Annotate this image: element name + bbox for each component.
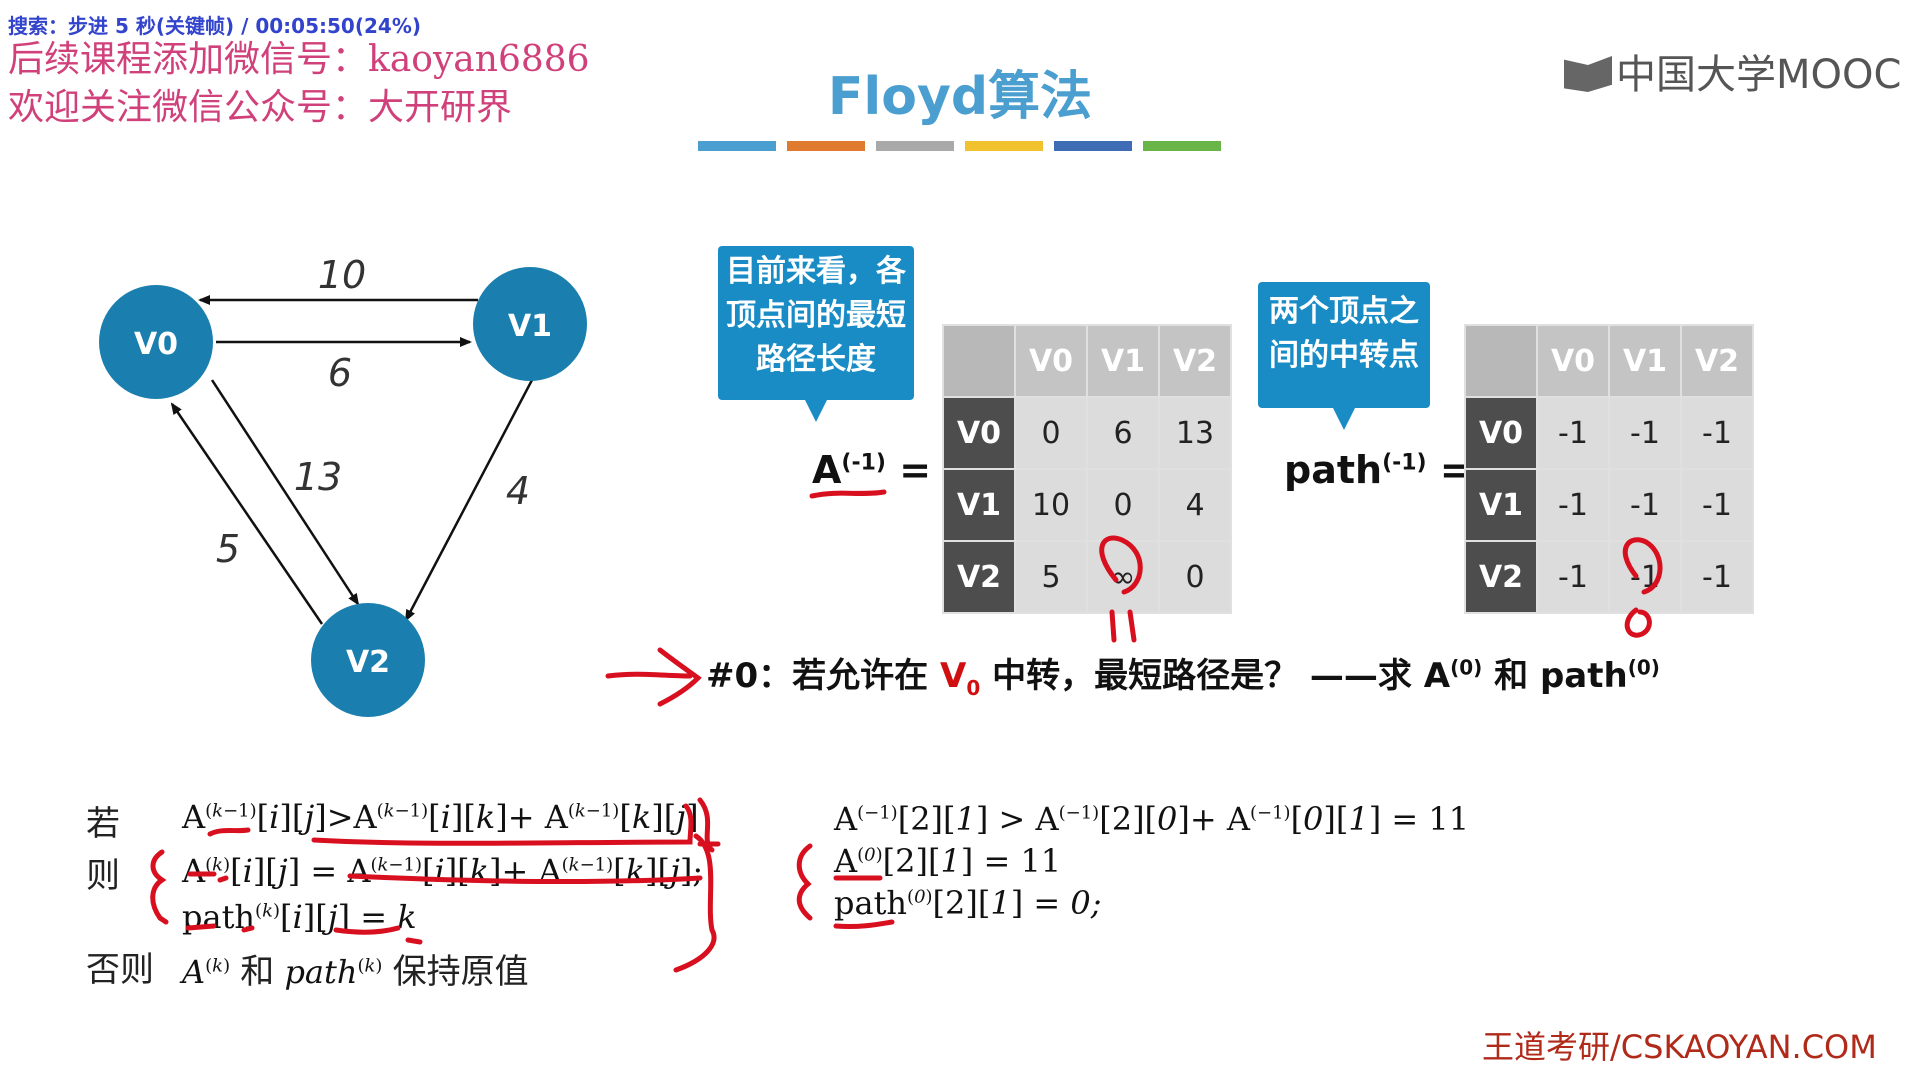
col-header: V0: [1016, 326, 1086, 396]
rule-if-label: 若: [86, 804, 120, 844]
accent-bar: [787, 141, 865, 151]
svg-text:V1: V1: [508, 309, 552, 344]
matrix-cell: -1: [1610, 398, 1680, 468]
callout-shortest-length: 目前来看，各 顶点间的最短 路径长度: [718, 246, 914, 422]
matrix-cell: 6: [1088, 398, 1158, 468]
example-update-a: A(0)[2][1] = 11: [834, 842, 1062, 880]
mooc-logo: 中国大学MOOC: [1564, 42, 1901, 100]
matrix-cell: -1: [1682, 542, 1752, 612]
matrix-cell: 0: [1016, 398, 1086, 468]
node-v1: V1: [473, 267, 587, 381]
row-header: V0: [944, 398, 1014, 468]
edge-v0-v2: [210, 379, 360, 606]
edge-weight-v2-v0: 5: [216, 527, 240, 571]
matrix-cell: -1: [1538, 398, 1608, 468]
rule-else-label: 否则: [86, 950, 154, 990]
watermark-line-1: 后续课程添加微信号：kaoyan6886: [8, 39, 590, 80]
matrix-cell: 0: [1088, 470, 1158, 540]
accent-bar: [1054, 141, 1132, 151]
question-line: #0：若允许在 V0 中转，最短路径是？ ——求 A(0) 和 path(0): [706, 655, 1660, 700]
edge-weight-v1-v2: 4: [506, 469, 530, 513]
matrix-cell: -1: [1682, 470, 1752, 540]
edge-weight-v0-v1: 6: [328, 351, 352, 395]
slide-title: Floyd算法: [827, 67, 1093, 127]
row-header: V2: [944, 542, 1014, 612]
row-header: V2: [1466, 542, 1536, 612]
matrix-cell: -1: [1538, 542, 1608, 612]
edge-weight-v0-v2: 13: [294, 455, 342, 499]
footer-brand: 王道考研/CSKAOYAN.COM: [1482, 1028, 1877, 1066]
matrix-cell: -1: [1538, 470, 1608, 540]
rule-then-label: 则: [86, 856, 120, 896]
row-header: V0: [1466, 398, 1536, 468]
svg-text:V0: V0: [134, 327, 178, 362]
node-v2: V2: [311, 603, 425, 717]
matrix-cell: 4: [1160, 470, 1230, 540]
rule-condition: A(k−1)[i][j]>A(k−1)[i][k]+ A(k−1)[k][j]: [182, 798, 699, 836]
matrix-cell: -1: [1610, 470, 1680, 540]
accent-bar: [1143, 141, 1221, 151]
accent-bar: [965, 141, 1043, 151]
example-condition: A(−1)[2][1] > A(−1)[2][0]+ A(−1)[0][1] =…: [834, 800, 1470, 838]
edge-weight-v1-v0: 10: [318, 253, 366, 297]
matrix-cell: 13: [1160, 398, 1230, 468]
matrix-cell: -1: [1610, 542, 1680, 612]
path-matrix: V0 V1 V2 V0 -1 -1 -1 V1 -1 -1 -1 V2 -1 -…: [1464, 324, 1754, 614]
accent-bar: [876, 141, 954, 151]
col-header: V2: [1682, 326, 1752, 396]
matrix-a-label: A(-1) =: [812, 448, 932, 492]
row-header: V1: [944, 470, 1014, 540]
rule-update-path: path(k)[i][j] = k: [182, 898, 417, 936]
matrix-cell: -1: [1682, 398, 1752, 468]
distance-matrix: V0 V1 V2 V0 0 6 13 V1 10 0 4 V2 5 ∞ 0: [942, 324, 1232, 614]
row-header: V1: [1466, 470, 1536, 540]
col-header: V1: [1610, 326, 1680, 396]
edge-v1-v2: [404, 379, 534, 622]
node-v0: V0: [99, 285, 213, 399]
svg-text:V2: V2: [346, 645, 390, 680]
edge-v2-v0: [170, 402, 324, 625]
matrix-cell: 10: [1016, 470, 1086, 540]
matrix-cell: 0: [1160, 542, 1230, 612]
matrix-cell: 5: [1016, 542, 1086, 612]
callout-intermediate-vertex: 两个顶点之 间的中转点: [1258, 282, 1430, 430]
example-update-path: path(0)[2][1] = 0;: [834, 884, 1102, 922]
watermark-line-2: 欢迎关注微信公众号：大开研界: [8, 87, 513, 128]
col-header: V1: [1088, 326, 1158, 396]
col-header: V0: [1538, 326, 1608, 396]
accent-bar: [698, 141, 776, 151]
player-seek-info: 搜索：步进 5 秒(关键帧) / 00:05:50(24%): [8, 14, 421, 38]
col-header: V2: [1160, 326, 1230, 396]
logo-text: 中国大学MOOC: [1616, 52, 1902, 98]
rule-else: A(k) 和 path(k) 保持原值: [182, 952, 529, 992]
